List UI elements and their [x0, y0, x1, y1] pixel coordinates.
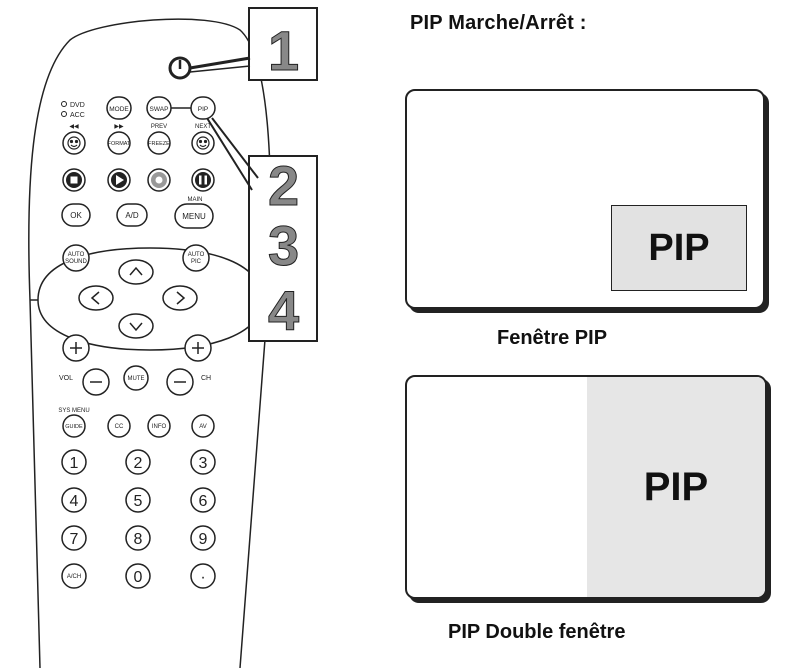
smiley-icon [67, 136, 81, 150]
digit-8-label: 8 [134, 531, 143, 548]
prev-label: PREV [151, 124, 167, 130]
forward-label: ▶▶ [114, 124, 124, 130]
digit-3-button[interactable] [190, 449, 216, 475]
menu-label: MENU [182, 212, 206, 221]
step-2-4-box [248, 155, 318, 342]
mode-label: MODE [109, 106, 129, 113]
chevron-left-icon [90, 291, 100, 305]
guide-button[interactable] [62, 414, 86, 438]
dot-label: · [200, 569, 205, 586]
digit-7-label: 7 [70, 531, 79, 548]
dual-window-caption: PIP Double fenêtre [448, 621, 626, 643]
digit-6-button[interactable] [190, 487, 216, 513]
auto-sound-button[interactable] [62, 244, 90, 272]
chevron-right-icon [176, 291, 186, 305]
digit-9-label: 9 [199, 531, 208, 548]
ok-label: OK [70, 211, 82, 220]
ach-label: A/CH [67, 574, 81, 580]
sys-menu-label: SYS MENU [58, 408, 89, 414]
dvd-indicator-label: DVD [70, 102, 85, 109]
mode-button[interactable] [106, 96, 132, 120]
menu-button[interactable] [174, 203, 214, 229]
cc-label: CC [115, 424, 124, 430]
auto-pic-label-2: PIC [191, 259, 202, 265]
digit-2-button[interactable] [125, 449, 151, 475]
digit-5-label: 5 [134, 493, 143, 510]
ch-label: CH [201, 375, 211, 382]
guide-label: GUIDE [65, 424, 83, 430]
ad-label: A/D [125, 211, 139, 220]
step-number-1: 1 [268, 19, 299, 82]
info-button[interactable] [147, 414, 171, 438]
right-arrow-button[interactable] [162, 285, 198, 311]
info-label: INFO [152, 424, 167, 430]
mute-label: MUTE [128, 376, 145, 382]
vol-label: VOL [59, 375, 73, 382]
down-arrow-button[interactable] [118, 313, 154, 339]
digit-4-button[interactable] [61, 487, 87, 513]
digit-7-button[interactable] [61, 525, 87, 551]
digit-2-label: 2 [134, 455, 143, 472]
dot-button[interactable] [190, 563, 216, 589]
left-arrow-button[interactable] [78, 285, 114, 311]
chevron-up-icon [129, 266, 143, 276]
pip-button[interactable] [190, 96, 216, 120]
digit-1-label: 1 [70, 455, 79, 472]
pip-window-caption: Fenêtre PIP [497, 327, 608, 349]
rewind-label: ◀◀ [69, 124, 79, 130]
next-label: NEXT [195, 124, 211, 130]
freeze-button[interactable] [147, 131, 171, 155]
acc-indicator-label: ACC [70, 112, 85, 119]
mute-button[interactable] [123, 365, 149, 391]
digit-6-label: 6 [199, 493, 208, 510]
digit-0-button[interactable] [125, 563, 151, 589]
up-arrow-button[interactable] [118, 259, 154, 285]
cc-button[interactable] [107, 414, 131, 438]
format-button[interactable] [107, 131, 131, 155]
ok-button[interactable] [61, 203, 91, 227]
auto-sound-label-2: SOUND [65, 259, 87, 265]
digit-0-label: 0 [134, 569, 143, 586]
smiley-sound-button[interactable] [62, 131, 86, 155]
digit-1-button[interactable] [61, 449, 87, 475]
format-label: FORMAT [108, 141, 131, 147]
pip-label: PIP [198, 106, 208, 113]
pip-window-diagram: PIP [405, 89, 765, 309]
main-label: MAIN [188, 197, 203, 203]
dual-window-diagram: PIP [405, 375, 767, 599]
av-label: AV [199, 424, 207, 430]
pip-inset: PIP [611, 205, 747, 291]
step-number-4: 4 [268, 279, 299, 342]
digit-9-button[interactable] [190, 525, 216, 551]
auto-pic-label-1: AUTO [188, 252, 205, 258]
page-heading: PIP Marche/Arrêt : [410, 12, 587, 34]
remote-body [28, 18, 272, 668]
step-number-2: 2 [268, 154, 299, 217]
step-1-box [248, 7, 318, 81]
step-number-3: 3 [268, 214, 299, 277]
auto-sound-label-1: AUTO [68, 252, 85, 258]
ad-button[interactable] [116, 203, 148, 227]
freeze-label: FREEZE [148, 141, 170, 147]
digit-4-label: 4 [70, 493, 79, 510]
smiley-icon [196, 136, 210, 150]
ach-button[interactable] [61, 563, 87, 589]
digit-8-button[interactable] [125, 525, 151, 551]
auto-pic-button[interactable] [182, 244, 210, 272]
digit-5-button[interactable] [125, 487, 151, 513]
chevron-down-icon [129, 322, 143, 332]
swap-label: SWAP [150, 106, 169, 113]
smiley-picture-button[interactable] [191, 131, 215, 155]
av-button[interactable] [191, 414, 215, 438]
digit-3-label: 3 [199, 455, 208, 472]
dual-window-pip-half: PIP [587, 377, 765, 597]
